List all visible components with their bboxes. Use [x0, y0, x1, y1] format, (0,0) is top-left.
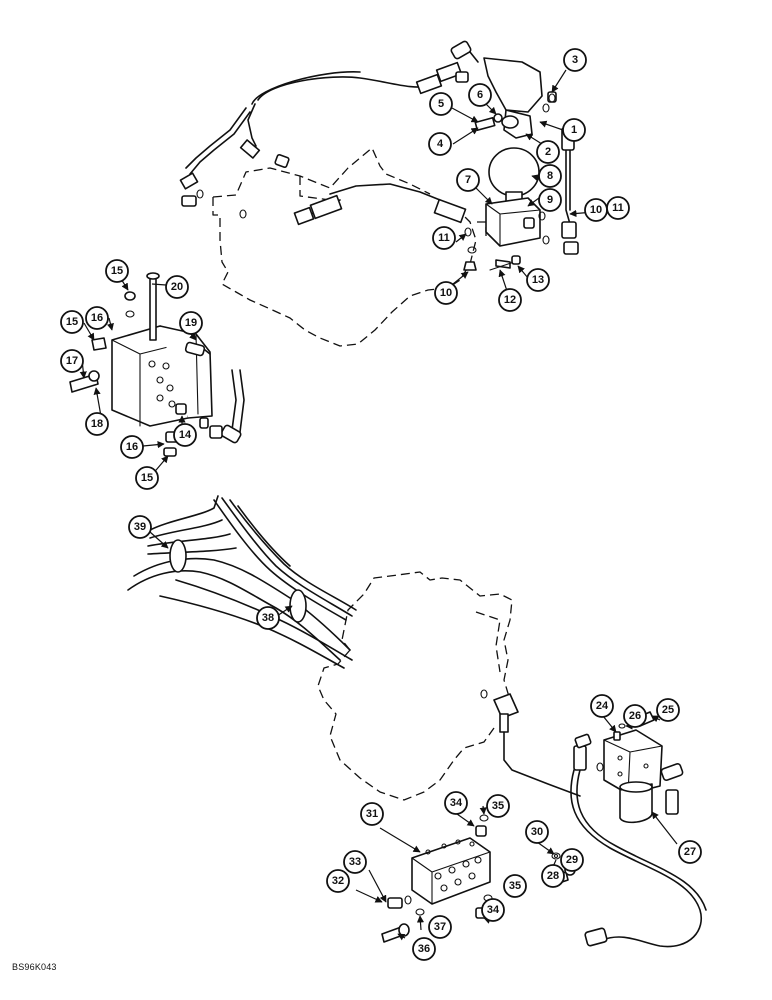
callout-30: 30 — [525, 820, 549, 844]
callout-18: 18 — [85, 412, 109, 436]
lower-valve-block — [381, 814, 576, 943]
callout-15-bottom: 15 — [135, 466, 159, 490]
lower-fittings-and-lines — [480, 689, 707, 948]
callout-17: 17 — [60, 349, 84, 373]
callout-6: 6 — [468, 83, 492, 107]
svg-text:9: 9 — [547, 194, 553, 206]
callout-15-mid: 15 — [60, 310, 84, 334]
callout-11-lower: 11 — [432, 226, 456, 250]
svg-text:6: 6 — [477, 89, 483, 101]
svg-text:29: 29 — [566, 854, 578, 866]
svg-text:14: 14 — [179, 429, 192, 441]
svg-text:35: 35 — [492, 800, 504, 812]
svg-text:25: 25 — [662, 704, 674, 716]
svg-text:19: 19 — [185, 317, 197, 329]
callout-14: 14 — [173, 423, 197, 447]
svg-text:36: 36 — [418, 943, 430, 955]
callout-3: 3 — [563, 48, 587, 72]
callout-31: 31 — [360, 802, 384, 826]
svg-text:4: 4 — [437, 138, 444, 150]
svg-text:2: 2 — [545, 146, 551, 158]
svg-text:26: 26 — [629, 710, 641, 722]
callout-35-top: 35 — [486, 794, 510, 818]
callout-2: 2 — [536, 140, 560, 164]
callout-16-bottom: 16 — [120, 435, 144, 459]
svg-text:37: 37 — [434, 921, 446, 933]
callout-10-upper: 10 — [584, 198, 608, 222]
callout-37: 37 — [428, 915, 452, 939]
svg-text:17: 17 — [66, 355, 78, 367]
svg-text:33: 33 — [349, 856, 361, 868]
svg-text:32: 32 — [332, 875, 344, 887]
svg-text:1: 1 — [571, 124, 577, 136]
svg-text:15: 15 — [66, 316, 78, 328]
callout-12: 12 — [498, 288, 522, 312]
svg-text:27: 27 — [684, 846, 696, 858]
hose-bundle — [127, 495, 357, 669]
svg-text:13: 13 — [532, 274, 544, 286]
svg-text:10: 10 — [590, 204, 602, 216]
callout-27: 27 — [678, 840, 702, 864]
accumulator-valve-block — [463, 147, 550, 271]
svg-text:24: 24 — [596, 700, 609, 712]
callout-13: 13 — [526, 268, 550, 292]
callout-19: 19 — [179, 311, 203, 335]
svg-text:15: 15 — [141, 472, 153, 484]
callout-24: 24 — [590, 694, 614, 718]
callout-32: 32 — [326, 869, 350, 893]
svg-text:12: 12 — [504, 294, 516, 306]
callout-7: 7 — [456, 168, 480, 192]
callout-35-bottom: 35 — [503, 874, 527, 898]
svg-text:39: 39 — [134, 521, 146, 533]
callout-33: 33 — [343, 850, 367, 874]
svg-text:8: 8 — [547, 170, 553, 182]
svg-text:30: 30 — [531, 826, 543, 838]
svg-text:20: 20 — [171, 281, 183, 293]
callout-25: 25 — [656, 698, 680, 722]
svg-text:15: 15 — [111, 265, 123, 277]
filter-assembly — [474, 57, 557, 139]
callout-36: 36 — [412, 937, 436, 961]
svg-text:7: 7 — [465, 174, 471, 186]
svg-text:35: 35 — [509, 880, 521, 892]
svg-text:11: 11 — [438, 232, 450, 244]
callout-10-lower: 10 — [434, 281, 458, 305]
svg-text:38: 38 — [262, 612, 274, 624]
figure-id-label: BS96K043 — [12, 962, 57, 972]
callout-11-upper: 11 — [606, 196, 630, 220]
callout-34-bottom: 34 — [481, 898, 505, 922]
callout-28: 28 — [541, 864, 565, 888]
callout-4: 4 — [428, 132, 452, 156]
callout-29: 29 — [560, 848, 584, 872]
upper-fittings — [179, 40, 579, 255]
callout-26: 26 — [623, 704, 647, 728]
callout-34-top: 34 — [444, 791, 468, 815]
svg-text:16: 16 — [126, 441, 138, 453]
svg-text:34: 34 — [487, 904, 500, 916]
callout-15-top: 15 — [105, 259, 129, 283]
svg-text:16: 16 — [91, 312, 103, 324]
svg-text:11: 11 — [612, 202, 624, 214]
svg-text:28: 28 — [547, 870, 559, 882]
svg-text:5: 5 — [438, 98, 444, 110]
svg-text:10: 10 — [440, 287, 452, 299]
callout-5: 5 — [429, 92, 453, 116]
svg-text:31: 31 — [366, 808, 378, 820]
callout-39: 39 — [128, 515, 152, 539]
svg-text:34: 34 — [450, 797, 463, 809]
lower-engine-outline — [317, 571, 513, 801]
callout-9: 9 — [538, 188, 562, 212]
svg-text:3: 3 — [572, 54, 578, 66]
callout-20: 20 — [165, 275, 189, 299]
callout-1: 1 — [562, 118, 586, 142]
callout-38: 38 — [256, 606, 280, 630]
svg-text:18: 18 — [91, 418, 103, 430]
lower-filter-assembly — [603, 711, 663, 824]
callout-8: 8 — [538, 164, 562, 188]
callout-16-top: 16 — [85, 306, 109, 330]
